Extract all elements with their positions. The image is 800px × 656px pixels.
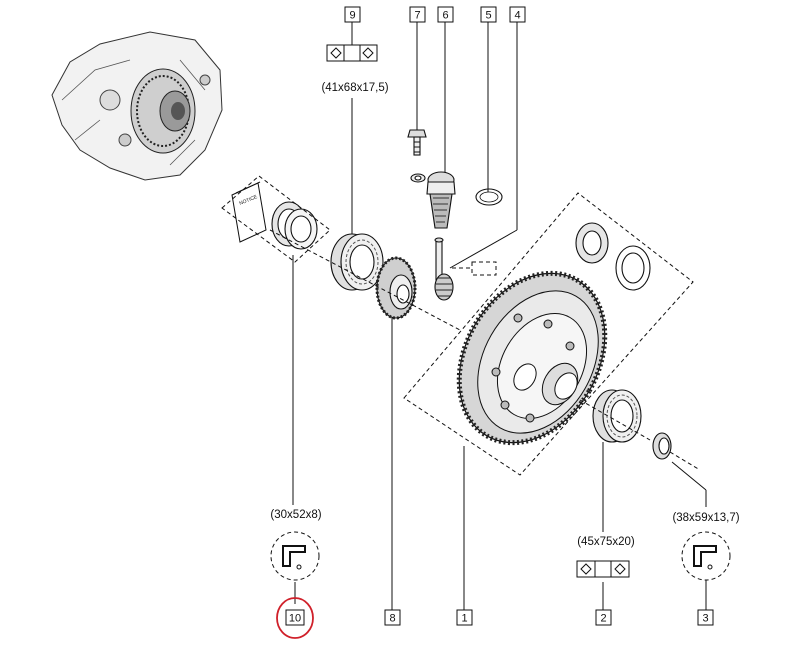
svg-text:10: 10 [289, 613, 301, 625]
speedometer-pinion-part-6[interactable] [426, 171, 456, 229]
differential-gear-part-8[interactable] [375, 256, 417, 320]
svg-text:8: 8 [389, 613, 395, 625]
svg-text:2: 2 [600, 613, 606, 625]
dim-seal-right: (38x59x13,7) [672, 512, 739, 524]
tapered-bearing-part-9[interactable] [330, 233, 384, 291]
svg-text:5: 5 [485, 10, 491, 22]
tapered-bearing-part-2[interactable] [592, 389, 642, 443]
callout-9[interactable]: 9 [344, 6, 361, 23]
callout-8[interactable]: 8 [384, 609, 401, 626]
callout-4[interactable]: 4 [509, 6, 526, 23]
bolt-part-7[interactable] [407, 129, 427, 156]
crown-wheel-part-1[interactable] [430, 247, 634, 469]
adjustment-symbol-top [326, 44, 378, 62]
callout-6[interactable]: 6 [437, 6, 454, 23]
svg-text:1: 1 [461, 613, 467, 625]
seal-pack [271, 201, 318, 250]
dim-bearing-right: (45x75x20) [577, 536, 635, 548]
oil-seal-part-3[interactable] [652, 432, 672, 460]
notice-booklet-icon: NOTICE [231, 181, 267, 243]
adjustment-symbol-bottom [576, 560, 630, 578]
svg-text:9: 9 [349, 10, 355, 22]
svg-text:7: 7 [414, 10, 420, 22]
o-ring-part-5[interactable] [475, 188, 503, 206]
callout-10[interactable]: 10 [285, 609, 305, 626]
seal-washers-right [575, 222, 651, 291]
dim-seal-left: (30x52x8) [270, 509, 321, 521]
gearbox-housing-thumbnail [51, 31, 223, 181]
svg-text:4: 4 [514, 10, 520, 22]
svg-text:3: 3 [702, 613, 708, 625]
retainer-washer [410, 173, 426, 183]
callout-5[interactable]: 5 [480, 6, 497, 23]
differential-kit-frame [403, 192, 694, 476]
svg-text:6: 6 [442, 10, 448, 22]
seal-symbol-left [270, 531, 320, 581]
callout-7[interactable]: 7 [409, 6, 426, 23]
callout-3[interactable]: 3 [697, 609, 714, 626]
speedometer-gear-part-4[interactable] [434, 237, 497, 301]
dim-bearing-top: (41x68x17,5) [321, 82, 388, 94]
callout-2[interactable]: 2 [595, 609, 612, 626]
highlight-circle [276, 597, 314, 639]
seal-symbol-right [681, 531, 731, 581]
callout-1[interactable]: 1 [456, 609, 473, 626]
